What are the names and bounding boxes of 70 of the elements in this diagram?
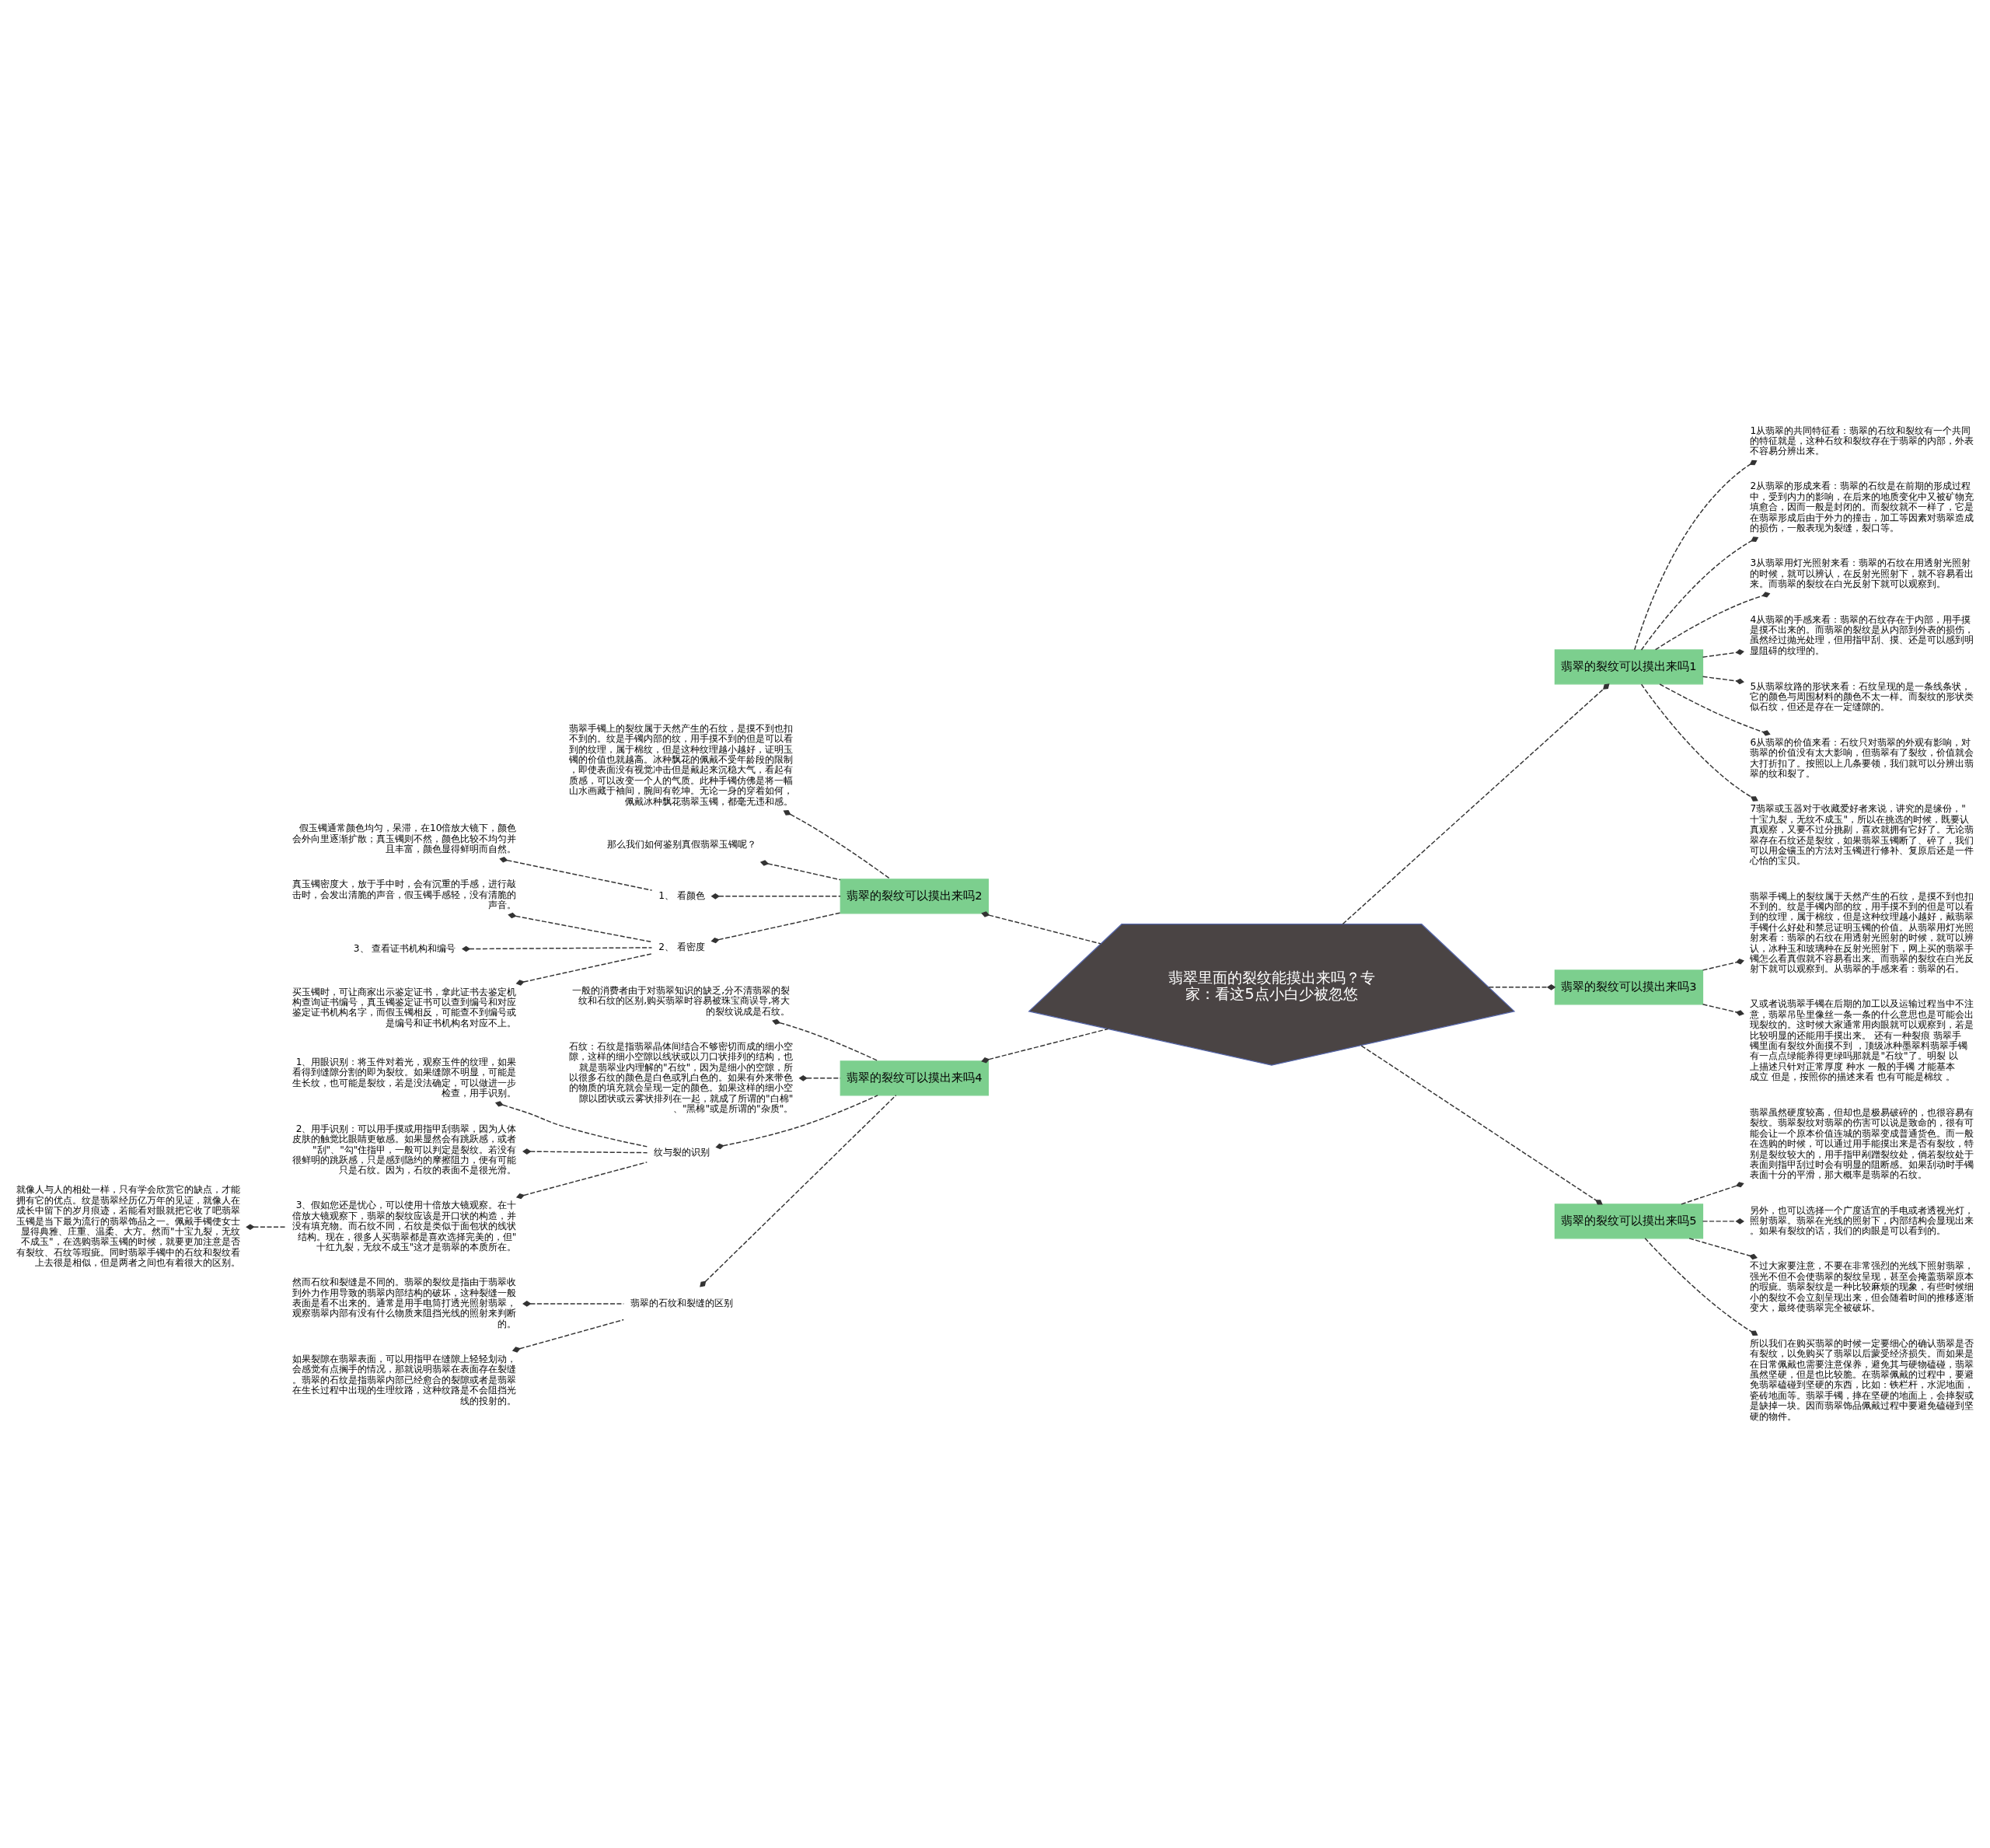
node-text: 翡翠虽然硬度较高，但却也是极易破碎的，也很容易有裂纹。翡翠裂纹对翡翠的伤害可以说是致命的，很有可能会让一个原本价值连城的翡翠变成普通货色。而一般在选购的时候，可以通过用手能摸出来是否有裂纹，特别是裂纹较大的，用手指甲剐蹭裂纹处，倘若裂纹处于表面则指甲刮过时会有明显的阻断感。如果刮动时手镯表面十分的平滑，那大概率是翡翠的石纹。: [1750, 1106, 1974, 1181]
node-text: 另外，也可以选择一个广度适宜的手电或者透视光灯，照射翡翠。翡翠在光线的照射下，内部结构会显现出来。如果有裂纹的话，我们的肉眼是可以看到的。: [1750, 1204, 1974, 1237]
connector: [715, 1095, 878, 1150]
connector: [1640, 536, 1759, 651]
connector: [1634, 459, 1758, 651]
connector: [1702, 1004, 1744, 1016]
connector: [1644, 1238, 1758, 1336]
node-text: 2、 看密度: [658, 941, 705, 952]
connector: [710, 893, 841, 900]
node-box: 翡翠的裂纹可以摸出来吗5: [1554, 1203, 1704, 1239]
connector: [759, 860, 841, 881]
connector: [981, 1028, 1108, 1064]
node-text: 石纹：石纹是指翡翠晶体间结合不够密切而成的细小空隙，这样的细小空隙以线状或以刀口状排列的结构，也就是翡翠业内理解的"石纹"，因为是细小的空隙，所以很多石纹的颜色是白色或乳白色的。如果有外来带色的物质的填充就会呈现一定的颜色。如果这样的细小空隙以团状或云雾状排列在一起，就成了所谓的"白棉"、"黑棉"或是所谓的"杂质"。: [569, 1040, 794, 1115]
node-text: 4从翡翠的手感来看：翡翠的石纹存在于内部，用手摸是摸不出来的。而翡翠的裂纹是从内部到外表的损伤，虽然经过抛光处理，但用指甲刮、摸、还是可以感到明显阻碍的纹理的。: [1750, 613, 1974, 656]
node-box: 翡翠的裂纹可以摸出来吗4: [840, 1060, 989, 1096]
node-box: 翡翠的裂纹可以摸出来吗1: [1554, 649, 1704, 685]
node-text: 假玉镯通常颜色均匀，呆滞，在10倍放大镜下，颜色会外向里逐渐扩散；真玉镯则不然，颜色比较不均匀并且丰富，颜色显得鲜明而自然。: [292, 823, 517, 855]
connector: [1702, 1218, 1744, 1224]
node-text: 一般的消费者由于对翡翠知识的缺乏,分不清翡翠的裂纹和石纹的区别,购买翡翠时容易被珠宝商误导,将大的裂纹说成是石纹。: [572, 984, 791, 1017]
node-text: 不过大家要注意，不要在非常强烈的光线下照射翡翠，强光不但不会使翡翠的裂纹呈现，甚至会掩盖翡翠原本的瑕疵。翡翠裂纹是一种比较麻烦的现象，有些时候细小的裂纹不会立刻呈现出来，但会随着时间的推移逐渐变大，最终使翡翠完全被破坏。: [1750, 1260, 1974, 1314]
node-text: 5从翡翠纹路的形状来看：石纹呈现的是一条线条状，它的颜色与周围材料的颜色不太一样。而裂纹的形状类似石纹，但还是存在一定缝隙的。: [1750, 680, 1974, 713]
node-text: 2、用手识别：可以用手摸或用指甲刮翡翠，因为人体皮肤的触觉比眼睛更敏感。如果显然会有跳跃感，或者"刮"、"勾"住指甲，一般可以判定是裂纹。若没有很鲜明的跳跃感，只是感到隐约的摩擦阻力，便有可能只是石纹。因为，石纹的表面不是很光滑。: [292, 1123, 517, 1176]
connector: [1659, 683, 1771, 736]
connector: [461, 945, 653, 952]
connector: [494, 1101, 648, 1148]
connector: [246, 1224, 288, 1230]
node-text: 买玉镯时，可让商家出示鉴定证书，拿此证书去鉴定机构查询证书编号，真玉镯鉴定证书可以查到编号和对应鉴定证书机构名字，而假玉镯相反，可能查不到编号或是编号和证书机构名对应不上。: [292, 986, 517, 1029]
node-text: 2从翡翠的形成来看：翡翠的石纹是在前期的形成过程中，受到内力的影响，在后来的地质变化中又被矿物充填愈合，因而一般是封闭的。而裂纹就不一样了，它是在翡翠形成后由于外力的撞击，加工等因素对翡翠造成的损伤，一般表现为裂缝，裂口等。: [1750, 480, 1974, 534]
connector: [511, 1319, 624, 1353]
node-text: 1、 看颜色: [658, 889, 705, 901]
connector: [1702, 958, 1744, 971]
node-text: 然而石纹和裂缝是不同的。翡翠的裂纹是指由于翡翠收到外力作用导致的翡翠内部结构的破坏，这种裂缝一般表面是看不出来的。通常是用手电筒打透光照射翡翠，观察翡翠内部有没有什么物质来阻挡光线的照射来判断的。: [292, 1277, 517, 1329]
node-text: 如果裂隙在翡翠表面，可以用指甲在缝隙上轻轻划动，会感觉有点搁手的情况，那就说明翡翠在表面存在裂缝。翡翠的石纹是指翡翠内部已经愈合的裂隙或者是翡翠在生长过程中出现的生理纹路，这种纹路是不会阻挡光线的投射的。: [292, 1353, 517, 1406]
connector: [1640, 683, 1758, 802]
connector: [1702, 648, 1744, 658]
connector: [515, 1162, 648, 1200]
node-text: 1从翡翠的共同特征看：翡翠的石纹和裂纹有一个共同的特征就是，这种石纹和裂纹存在于翡翠的内部，外表不容易分辨出来。: [1750, 424, 1974, 457]
node-text: 3、 查看证书机构和编号: [353, 943, 456, 955]
connector: [1360, 1045, 1603, 1205]
connector: [522, 1148, 648, 1155]
connector: [1654, 592, 1771, 651]
node-text: 又或者说翡翠手镯在后期的加工以及运输过程当中不注意，翡翠吊坠里像丝一条一条的什么意思也是可能会出现裂纹的。这时候大家通常用肉眼就可以观察到，若是比较明显的还能用手摸出来。 还有一种裂痕 翡翠手镯里面有裂纹外面摸不到 ，顶级冰种墨翠料翡翠手镯有一点点绿能养得更绿吗那就是"石纹"了。明裂 以上描述只针对正常厚度 种水 一般的手镯 才能基本成立 但是，按照你的描述来看 也有可能是棉纹 。: [1750, 998, 1974, 1083]
connector: [700, 1095, 897, 1287]
node-text: 翡翠的石纹和裂缝的区别: [630, 1297, 733, 1308]
connector: [1688, 1238, 1758, 1260]
node-text: 7翡翠或玉器对于收藏爱好者来说，讲究的是缘份，"十宝九裂，无纹不成玉"，所以在挑选的时候，既要认真观察，又要不过分挑剔，喜欢就拥有它好了。无论翡翠存在石纹还是裂纹，如果翡翠玉镯断了、碎了，我们可以用金镶玉的方法对玉镯进行修补、复原后还是一件心怡的宝贝。: [1750, 803, 1974, 867]
node-text: 就像人与人的相处一样，只有学会欣赏它的缺点，才能拥有它的优点。纹是翡翠经历亿万年的见证，就像人在成长中留下的岁月痕迹，若能看对眼就把它收了吧翡翠玉镯是当下最为流行的翡翠饰品之一。佩戴手镯使女士显得典雅、庄重、温柔、大方。然而"十宝九裂，无纹不成玉"，在选购翡翠玉镯的时候，就要更加注意是否有裂纹、石纹等瑕疵。同时翡翠手镯中的石纹和裂纹看上去很是相似，但是两者之间也有着很大的区别。: [16, 1184, 240, 1269]
node-text: 1、用眼识别：将玉件对着光，观察玉件的纹理，如果看得到缝隙分割的即为裂纹。如果缝隙不明显，可能是生长纹，也可能是裂纹，若是没法确定，可以做进一步检查，用手识别。: [292, 1056, 517, 1099]
connector: [710, 912, 841, 944]
node-text: 真玉镯密度大，放于手中时，会有沉重的手感，进行敲击时，会发出清脆的声音，假玉镯手感轻，没有清脆的声音。: [292, 879, 517, 911]
node-text: 纹与裂的识别: [654, 1147, 710, 1158]
connector: [772, 1018, 879, 1062]
connector: [1488, 984, 1556, 990]
connector: [1702, 676, 1744, 685]
node-box: 翡翠的裂纹可以摸出来吗3: [1554, 969, 1704, 1005]
connector: [1342, 683, 1610, 925]
node-text: 那么我们如何鉴别真假翡翠玉镯呢？: [606, 839, 756, 851]
connector: [499, 856, 653, 891]
connector: [508, 912, 653, 943]
node-text: 所以我们在购买翡翠的时候一定要细心的确认翡翠是否有裂纹，以免购买了翡翠以后蒙受经济损失。而如果是在日常佩戴也需要注意保养，避免其与硬物磕碰，翡翠虽然坚硬，但是也比较脆。在翡翠佩戴的过程中，要避免翡翠磕碰到坚硬的东西，比如：铁栏杆，水泥地面，瓷砖地面等。翡翠手镯，摔在坚硬的地面上，会摔裂或是缺掉一块。因而翡翠饰品佩戴过程中要避免磕碰到坚硬的物件。: [1750, 1337, 1974, 1422]
node-box: 翡翠的裂纹可以摸出来吗2: [840, 879, 989, 914]
connector: [515, 953, 653, 986]
node-text: 6从翡翠的价值来看：石纹只对翡翠的外观有影响，对翡翠的价值没有太大影响，但翡翠有了裂纹，价值就会大打折扣了。按照以上几条要领，我们就可以分辨出翡翠的纹和裂了。: [1750, 737, 1974, 780]
node-text: 3从翡翠用灯光照射来看：翡翠的石纹在用透射光照射的时候，就可以辨认，在反射光照射下，就不容易看出来。而翡翠的裂纹在白光反射下就可以观察到。: [1750, 557, 1974, 589]
connector: [1681, 1182, 1744, 1205]
connector: [783, 809, 891, 880]
node-text: 翡翠手镯上的裂纹属于天然产生的石纹，是摸不到也扣不到的。纹是手镯内部的纹，用手摸不到的但是可以看到的纹理，属于棉纹，但是这种纹理越小越好，戴翡翠手镯什么好处和禁忌证明玉镯的价值。从翡翠用灯光照射来看：翡翠的石纹在用透射光照射的时候，就可以辨认，冰种玉和玻璃种在反射光照射下，网上买的翡翠手镯怎么看真假就不容易看出来。而翡翠的裂纹在白光反射下就可以观察到。从翡翠的手感来看：翡翠的石。: [1750, 890, 1974, 975]
node-text: 3、假如您还是忧心，可以使用十倍放大镜观察。在十倍放大镜观察下，翡翠的裂纹应该是开口状的构造，并没有填充物。而石纹不同，石纹是类似于面包状的线状结构。现在，很多人买翡翠都是喜欢选择完美的，但"十红九裂，无纹不成玉"这才是翡翠的本质所在。: [292, 1200, 517, 1253]
connector: [981, 911, 1101, 945]
node-text: 翡翠手镯上的裂纹属于天然产生的石纹，是摸不到也扣不到的。纹是手镯内部的纹，用手摸不到的但是可以看到的纹理，属于棉纹，但是这种纹理越小越好，证明玉镯的价值也就越高。冰种飘花的佩戴不受年龄段的限制，即使表面没有视觉冲击但是戴起来沉稳大气，看起有质感，可以改变一个人的气质。此种手镯仿佛是将一幅山水画藏于袖间，腕间有乾坤。无论一身的穿着如何，佩戴冰种飘花翡翠玉镯，都毫无违和感。: [569, 722, 794, 807]
